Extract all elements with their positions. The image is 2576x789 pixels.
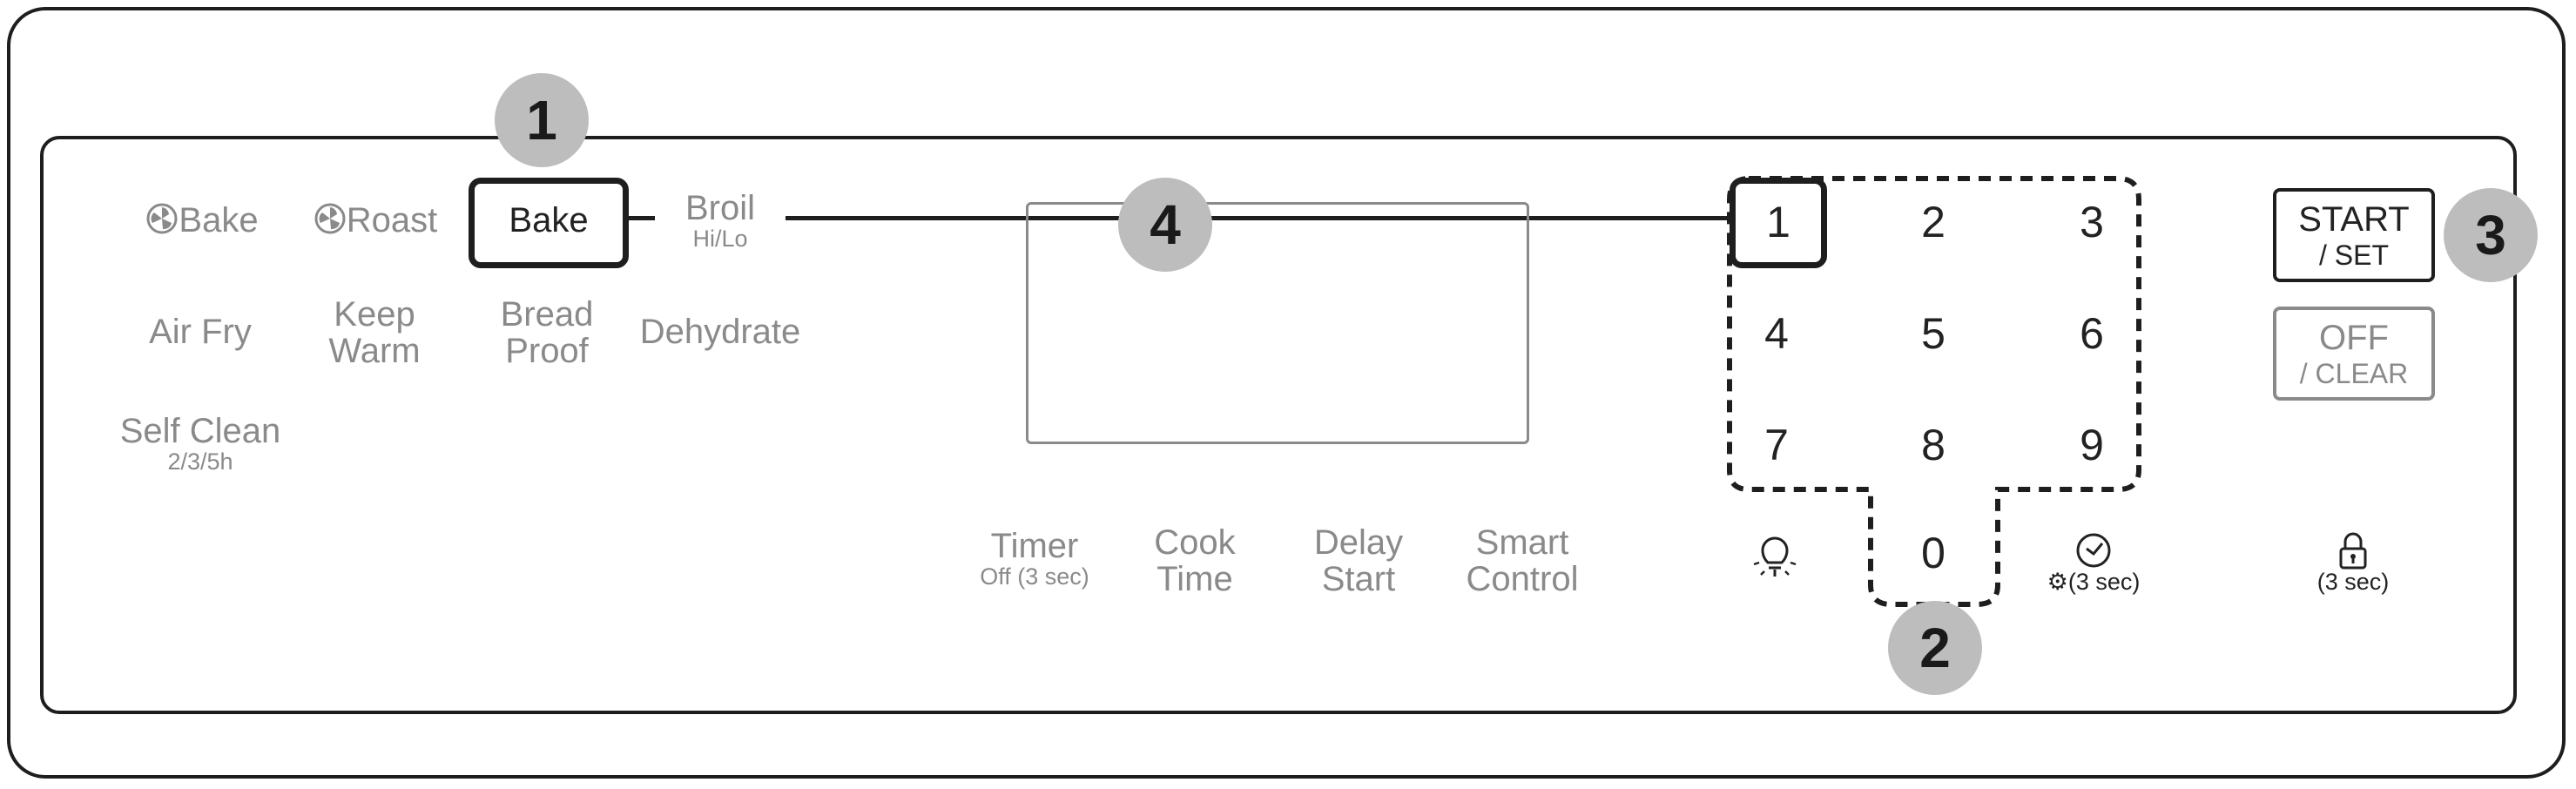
start-set-button[interactable]: START / SET xyxy=(2273,188,2435,282)
keypad-key-9[interactable]: 9 xyxy=(2080,421,2104,469)
self-clean-sublabel: 2/3/5h xyxy=(167,448,233,475)
off-line1: OFF xyxy=(2319,319,2389,357)
self-clean-key[interactable]: Self Clean 2/3/5h xyxy=(113,413,287,474)
convection-bake-key[interactable]: Bake xyxy=(132,202,272,239)
keypad-key-0[interactable]: 0 xyxy=(1921,529,1945,577)
timer-key[interactable]: Timer Off (3 sec) xyxy=(965,528,1104,589)
broil-key[interactable]: Broil Hi/Lo xyxy=(655,190,786,251)
convection-roast-key[interactable]: Roast xyxy=(301,202,449,239)
start-line1: START xyxy=(2298,200,2410,239)
appliance-outline xyxy=(7,7,2566,779)
dehydrate-label: Dehydrate xyxy=(639,313,801,351)
keypad-key-3[interactable]: 3 xyxy=(2080,198,2104,246)
delay-start-line2: Start xyxy=(1321,560,1396,598)
clock-sublabel: (3 sec) xyxy=(2067,569,2141,595)
callout-2: 2 xyxy=(1888,601,1982,695)
keypad-key-5[interactable]: 5 xyxy=(1921,309,1945,358)
delay-start-key[interactable]: Delay Start xyxy=(1289,524,1428,597)
bake-key[interactable]: Bake xyxy=(469,202,629,239)
smart-control-line2: Control xyxy=(1466,560,1579,598)
callout-4: 4 xyxy=(1118,178,1212,272)
lock-sublabel: (3 sec) xyxy=(2316,569,2390,595)
cook-time-key[interactable]: Cook Time xyxy=(1125,524,1264,597)
air-fry-label: Air Fry xyxy=(149,313,252,351)
keypad-key-7[interactable]: 7 xyxy=(1764,421,1789,469)
cook-time-line2: Time xyxy=(1157,560,1233,598)
gear-icon: ⚙ xyxy=(2047,569,2068,595)
keypad-key-4[interactable]: 4 xyxy=(1764,309,1789,358)
self-clean-label: Self Clean xyxy=(119,412,281,450)
smart-control-key[interactable]: Smart Control xyxy=(1453,524,1592,597)
broil-sublabel: Hi/Lo xyxy=(692,226,748,252)
broil-label: Broil xyxy=(684,189,756,227)
fan-icon xyxy=(145,202,179,235)
convection-bake-label: Bake xyxy=(179,201,259,239)
bake-label: Bake xyxy=(509,201,589,239)
clock-key[interactable]: ⚙(3 sec) xyxy=(2033,531,2155,594)
start-line2: / SET xyxy=(2318,239,2389,271)
timer-label: Timer xyxy=(990,527,1079,565)
keep-warm-key[interactable]: Keep Warm xyxy=(305,296,444,369)
dehydrate-key[interactable]: Dehydrate xyxy=(637,314,803,350)
clock-icon xyxy=(2033,531,2155,570)
air-fry-key[interactable]: Air Fry xyxy=(131,314,270,350)
oven-display xyxy=(1026,202,1529,444)
keypad-key-8[interactable]: 8 xyxy=(1921,421,1945,469)
lock-icon xyxy=(2292,531,2414,570)
delay-start-line1: Delay xyxy=(1313,523,1404,562)
keypad-key-2[interactable]: 2 xyxy=(1921,198,1945,246)
convection-roast-label: Roast xyxy=(346,201,438,239)
keep-warm-line2: Warm xyxy=(328,332,421,370)
callout-3: 3 xyxy=(2444,188,2538,282)
callout-1: 1 xyxy=(495,73,589,167)
control-panel xyxy=(40,136,2517,714)
bread-proof-line1: Bread xyxy=(500,295,594,334)
off-clear-button[interactable]: OFF / CLEAR xyxy=(2273,307,2435,401)
off-line2: / CLEAR xyxy=(2299,358,2409,389)
bread-proof-line2: Proof xyxy=(505,332,589,370)
light-key[interactable] xyxy=(1752,531,1797,580)
bake-key-highlight xyxy=(469,178,629,268)
fan-icon xyxy=(314,202,347,235)
timer-sublabel: Off (3 sec) xyxy=(980,563,1089,590)
keypad-key-6[interactable]: 6 xyxy=(2080,309,2104,358)
keypad-key-1[interactable]: 1 xyxy=(1766,198,1790,246)
smart-control-line1: Smart xyxy=(1475,523,1569,562)
keep-warm-line1: Keep xyxy=(334,295,415,334)
lock-key[interactable]: (3 sec) xyxy=(2292,531,2414,594)
keypad-1-highlight xyxy=(1730,178,1827,268)
bread-proof-key[interactable]: Bread Proof xyxy=(477,296,617,369)
cook-time-line1: Cook xyxy=(1154,523,1236,562)
